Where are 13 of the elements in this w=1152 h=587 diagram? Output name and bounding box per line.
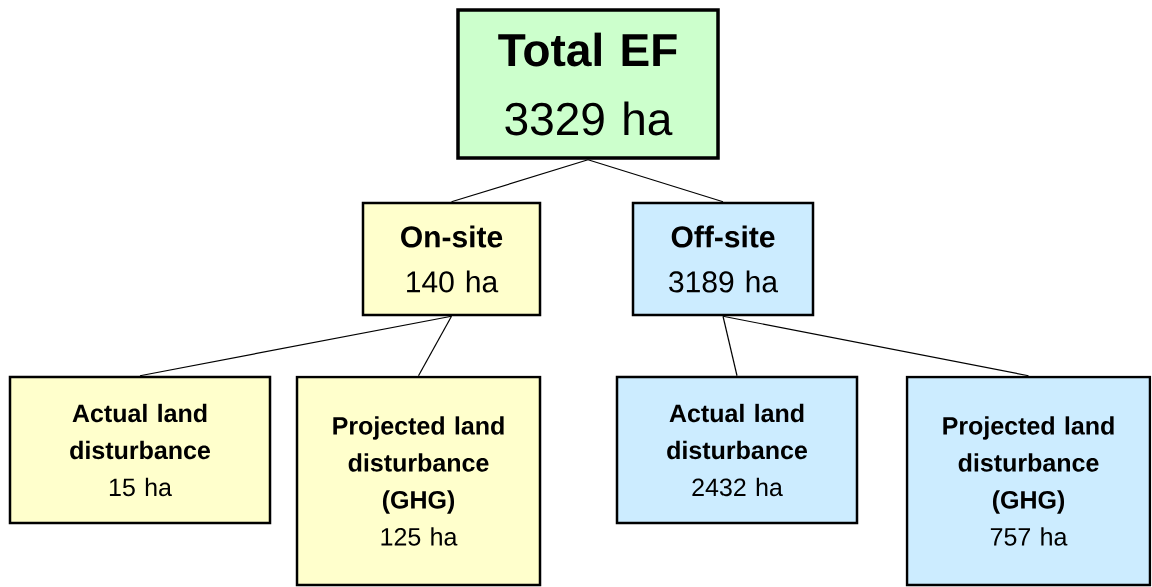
box: Total EF 3329 ha xyxy=(456,8,720,160)
box: Projected land disturbance (GHG) 125 ha xyxy=(295,375,542,587)
box: Actual land disturbance 2432 ha xyxy=(615,375,859,525)
connector-line xyxy=(722,315,738,377)
box: Projected land disturbance (GHG) 757 ha xyxy=(905,375,1152,587)
connector-line xyxy=(417,315,453,377)
connector-line xyxy=(587,159,724,203)
connector-line xyxy=(450,159,589,203)
connector-line xyxy=(139,315,453,377)
box: Off-site 3189 ha xyxy=(631,201,815,317)
box: Actual land disturbance 15 ha xyxy=(8,375,272,525)
box: On-site 140 ha xyxy=(361,201,542,317)
connector-line xyxy=(722,315,1030,377)
